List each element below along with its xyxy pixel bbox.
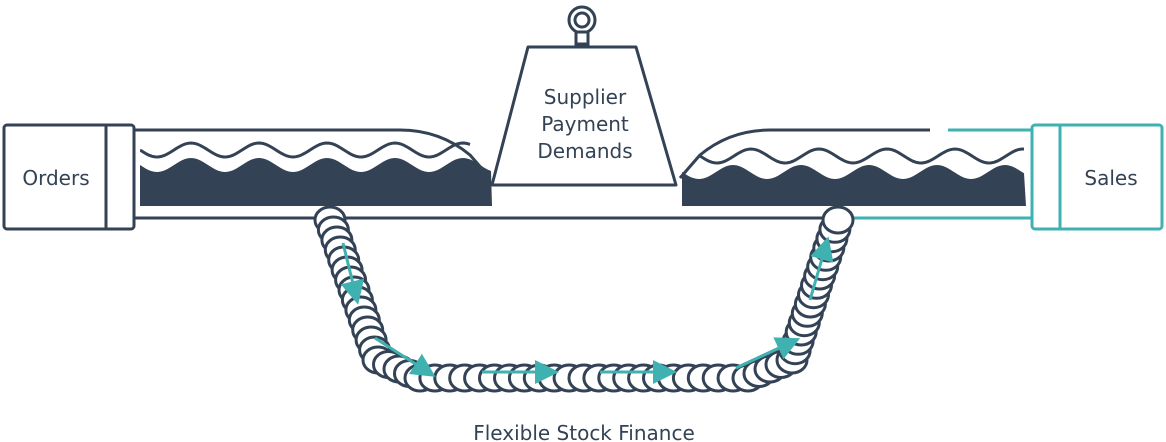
weight-label-line-2: Payment <box>541 112 629 136</box>
diagram-caption: Flexible Stock Finance <box>473 421 695 442</box>
flexible-hose-icon <box>313 205 855 393</box>
flow-arrows <box>340 236 834 384</box>
flow-arrow-icon <box>340 242 365 305</box>
sales-label: Sales <box>1084 166 1137 190</box>
weight-label-line-3: Demands <box>537 139 632 163</box>
sales-box: Sales <box>1030 123 1164 231</box>
weight-label-line-1: Supplier <box>544 85 627 109</box>
flow-arrow-icon <box>374 336 436 377</box>
flow-arrow-icon <box>735 337 801 370</box>
orders-box: Orders <box>2 123 136 231</box>
pipe-liquid <box>140 141 1026 206</box>
flow-arrow-icon <box>808 236 834 301</box>
orders-label: Orders <box>22 166 89 190</box>
main-pipe <box>134 128 1032 220</box>
hanging-weight-icon: Supplier Payment Demands <box>490 5 678 187</box>
hose-coil <box>821 205 855 235</box>
